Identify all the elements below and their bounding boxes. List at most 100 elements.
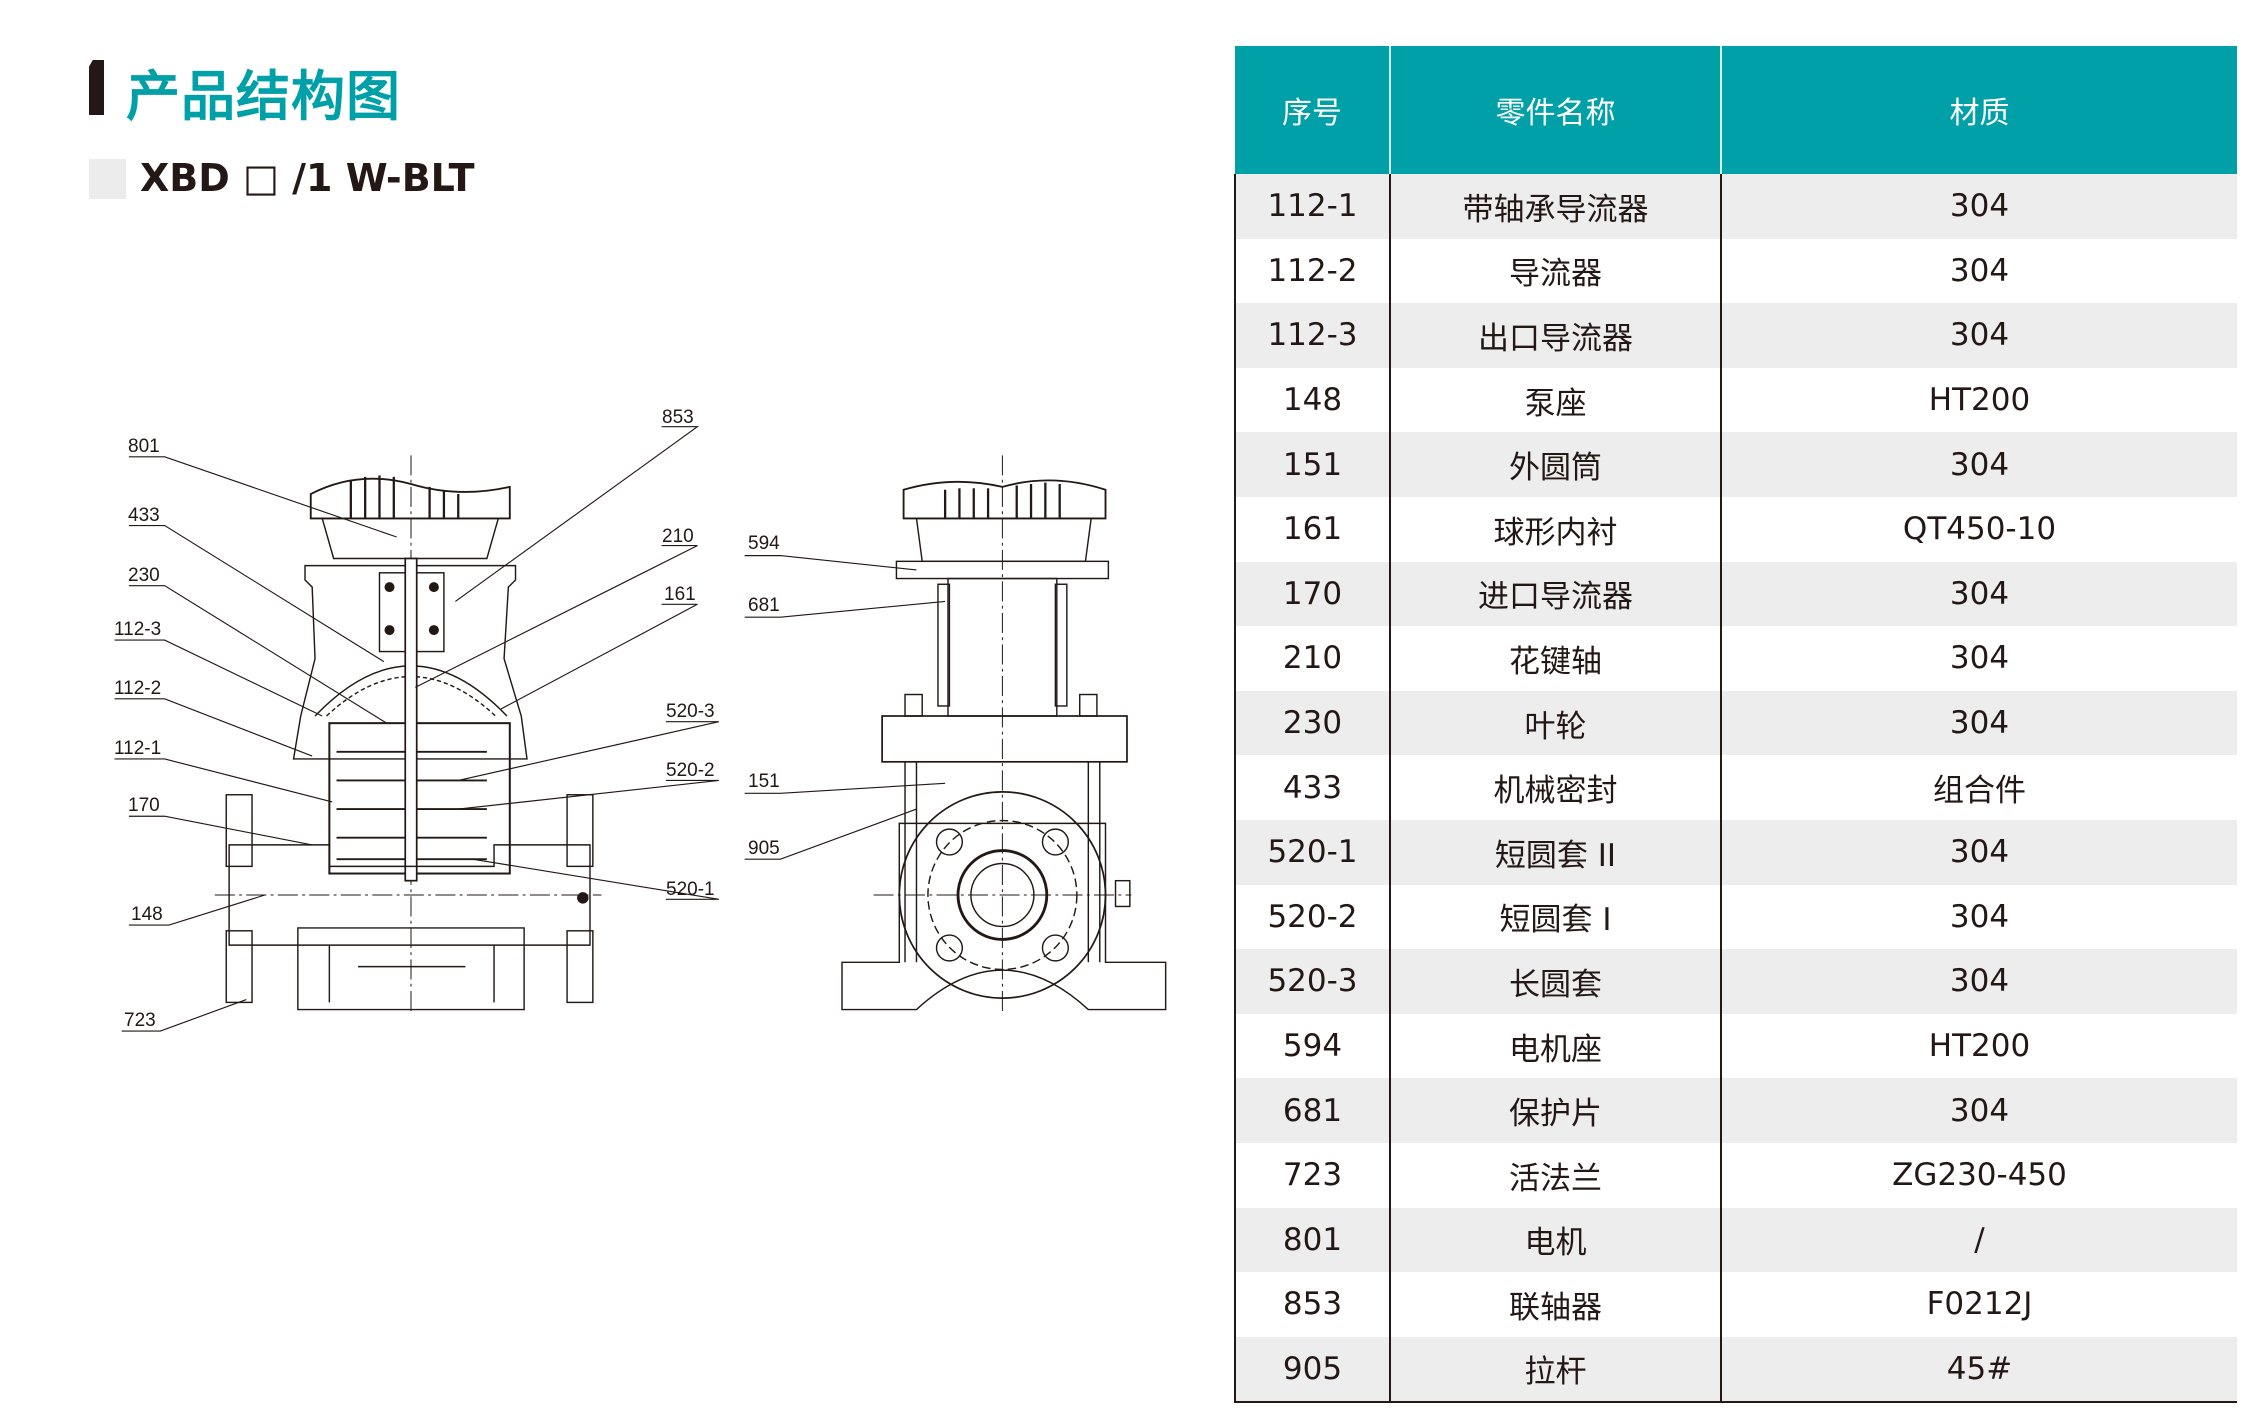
label-210: 210 <box>662 526 694 547</box>
label-161: 161 <box>664 584 696 605</box>
material-cell: 组合件 <box>1720 755 2237 820</box>
part-name-cell: 短圆套 I <box>1389 884 1721 950</box>
label-112-1: 112-1 <box>114 738 161 759</box>
label-905: 905 <box>748 838 780 859</box>
label-723: 723 <box>124 1010 156 1031</box>
part-number-cell: 801 <box>1234 1207 1390 1273</box>
part-number-cell: 520-1 <box>1234 819 1390 885</box>
title-accent-bar <box>89 60 104 115</box>
part-name-cell: 拉杆 <box>1389 1336 1721 1404</box>
label-801: 801 <box>128 436 160 457</box>
part-name-cell: 进口导流器 <box>1389 561 1721 627</box>
part-number-cell: 161 <box>1234 496 1390 562</box>
part-name-cell: 电机座 <box>1389 1013 1721 1079</box>
part-number-cell: 112-2 <box>1234 238 1390 304</box>
material-cell: 304 <box>1720 432 2237 497</box>
front-section-view <box>214 455 602 1014</box>
part-number-cell: 594 <box>1234 1013 1390 1079</box>
part-name-cell: 活法兰 <box>1389 1142 1721 1208</box>
model-subtitle: XBD □ /1 W-BLT <box>140 156 475 200</box>
part-number-cell: 112-1 <box>1234 174 1390 239</box>
leader-lines <box>114 426 946 1032</box>
material-cell: 304 <box>1720 561 2237 627</box>
part-name-cell: 泵座 <box>1389 367 1721 433</box>
material-cell: HT200 <box>1720 367 2237 433</box>
material-cell: F0212J <box>1720 1272 2237 1337</box>
label-112-2: 112-2 <box>114 678 161 699</box>
part-number-cell: 520-2 <box>1234 884 1390 950</box>
label-148: 148 <box>131 904 163 925</box>
part-name-cell: 长圆套 <box>1389 949 1721 1014</box>
material-cell: 45# <box>1720 1336 2237 1404</box>
part-name-cell: 电机 <box>1389 1207 1721 1273</box>
label-681: 681 <box>748 595 780 616</box>
label-170: 170 <box>128 795 160 816</box>
material-cell: 304 <box>1720 303 2237 368</box>
part-number-cell: 170 <box>1234 561 1390 627</box>
part-number-cell: 853 <box>1234 1272 1390 1337</box>
part-number-cell: 723 <box>1234 1142 1390 1208</box>
part-name-cell: 联轴器 <box>1389 1272 1721 1337</box>
material-cell: QT450-10 <box>1720 496 2237 562</box>
label-151: 151 <box>748 771 780 792</box>
part-labels: 801 433 230 112-3 112-2 112-1 170 148 72… <box>114 407 780 1031</box>
part-number-cell: 433 <box>1234 755 1390 820</box>
material-cell: 304 <box>1720 949 2237 1014</box>
part-name-cell: 短圆套 II <box>1389 819 1721 885</box>
material-cell: 304 <box>1720 1078 2237 1143</box>
label-433: 433 <box>128 505 160 526</box>
subtitle-marker <box>89 159 126 199</box>
material-cell: 304 <box>1720 174 2237 239</box>
label-520-3: 520-3 <box>666 701 715 722</box>
part-number-cell: 905 <box>1234 1336 1390 1404</box>
part-name-cell: 花键轴 <box>1389 626 1721 691</box>
part-name-cell: 机械密封 <box>1389 755 1721 820</box>
part-number-cell: 520-3 <box>1234 949 1390 1014</box>
label-230: 230 <box>128 565 160 586</box>
material-cell: / <box>1720 1207 2237 1273</box>
header-material: 材质 <box>1720 46 2237 174</box>
header-part-name: 零件名称 <box>1389 46 1721 174</box>
page-title: 产品结构图 <box>126 65 401 128</box>
label-112-3: 112-3 <box>114 619 161 640</box>
part-number-cell: 210 <box>1234 626 1390 691</box>
material-cell: 304 <box>1720 884 2237 950</box>
part-name-cell: 外圆筒 <box>1389 432 1721 497</box>
part-number-cell: 151 <box>1234 432 1390 497</box>
material-cell: 304 <box>1720 626 2237 691</box>
header-number: 序号 <box>1235 46 1390 174</box>
part-name-cell: 保护片 <box>1389 1078 1721 1143</box>
part-number-cell: 148 <box>1234 367 1390 433</box>
part-number-cell: 681 <box>1234 1078 1390 1143</box>
part-name-cell: 带轴承导流器 <box>1389 174 1721 239</box>
part-number-cell: 230 <box>1234 690 1390 756</box>
material-cell: HT200 <box>1720 1013 2237 1079</box>
part-name-cell: 叶轮 <box>1389 690 1721 756</box>
label-520-1: 520-1 <box>666 879 715 900</box>
material-cell: 304 <box>1720 819 2237 885</box>
material-cell: ZG230-450 <box>1720 1142 2237 1208</box>
material-cell: 304 <box>1720 238 2237 304</box>
part-name-cell: 球形内衬 <box>1389 496 1721 562</box>
bolt-holes <box>935 828 1069 962</box>
side-view <box>841 455 1167 1014</box>
part-name-cell: 出口导流器 <box>1389 303 1721 368</box>
